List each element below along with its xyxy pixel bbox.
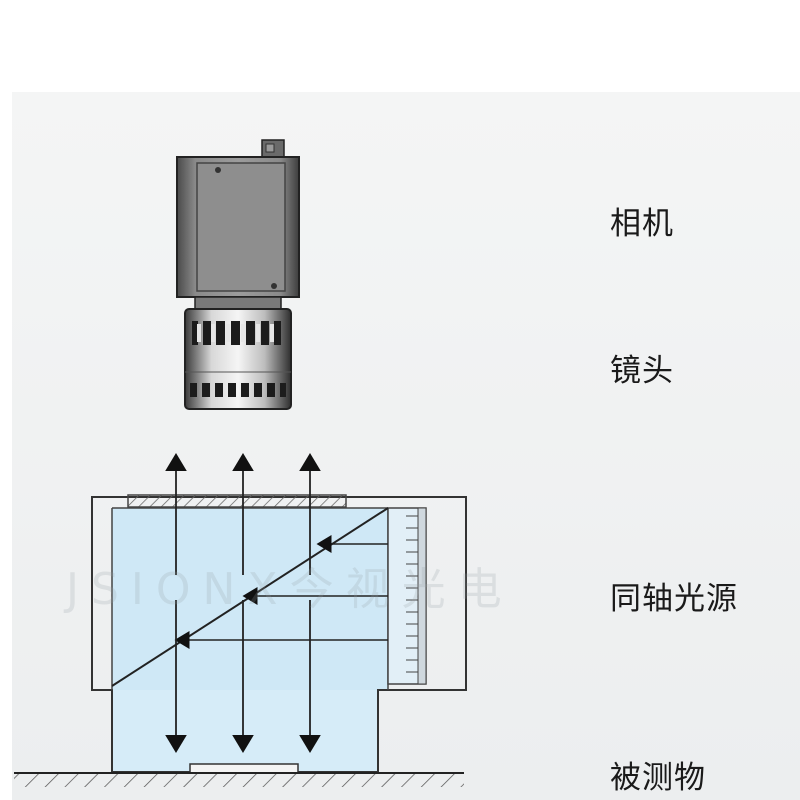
object-label: 被测物 <box>610 760 706 796</box>
coaxial-light-label: 同轴光源 <box>610 581 738 617</box>
lens-icon <box>184 296 292 410</box>
industrial-camera-icon <box>176 139 300 298</box>
vertical-light-rays <box>165 453 321 753</box>
watermark: JSIONX今视光电 <box>66 564 514 615</box>
horizontal-light-rays <box>174 535 388 649</box>
measured-object <box>189 763 299 774</box>
lens-label: 镜头 <box>610 353 674 389</box>
coaxial-light-housing <box>91 494 467 773</box>
ground <box>14 772 464 787</box>
camera-label: 相机 <box>610 206 674 242</box>
